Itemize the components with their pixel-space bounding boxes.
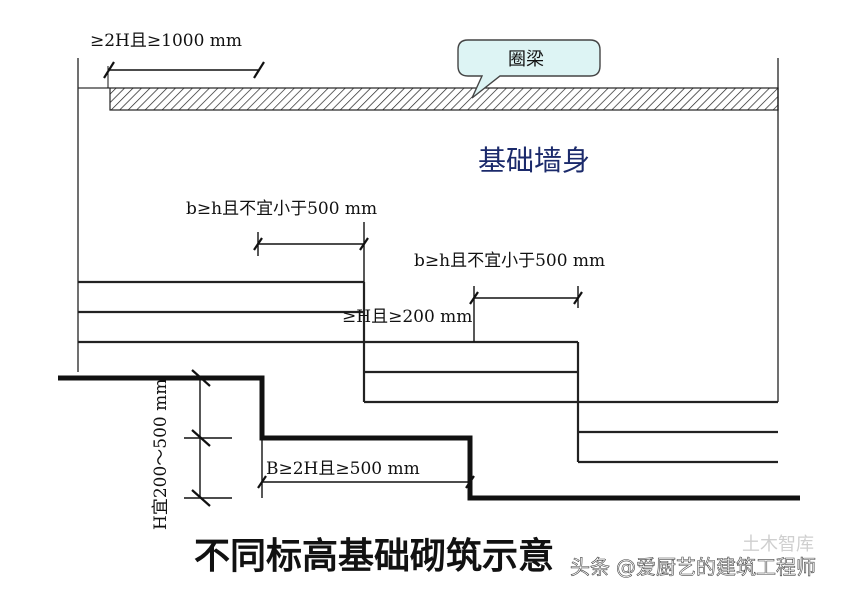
vert-tick-top <box>191 369 211 387</box>
bottom-dim-text: B≥2H且≥500 mm <box>266 459 420 479</box>
watermark: 土木智库 头条 @爱厨艺的建筑工程师 <box>570 534 817 579</box>
b1-tick-left <box>253 237 263 251</box>
diagram-title: 不同标高基础砌筑示意 <box>194 536 554 577</box>
watermark-corner: 土木智库 <box>742 534 814 555</box>
b2-dim-text: b≥h且不宜小于500 mm <box>414 251 605 271</box>
b2-tick-right <box>573 291 583 305</box>
bottom-dimension <box>257 438 475 498</box>
callout-bubble <box>457 39 601 99</box>
vertical-dim-text: H宜200～500 mm <box>151 379 171 530</box>
excavation-profile <box>58 375 800 501</box>
b-dimension-2 <box>469 286 583 342</box>
ring-beam-callout: 圈梁 <box>457 39 601 99</box>
top-dim-text: ≥2H且≥1000 mm <box>90 31 242 51</box>
watermark-left: 头条 <box>570 555 610 579</box>
wall-outline <box>77 58 779 402</box>
footing-steps <box>78 280 778 464</box>
b-dimension-1 <box>253 222 369 282</box>
h-gap-dim-text: ≥H且≥200 mm <box>342 307 472 327</box>
b1-dim-text: b≥h且不宜小于500 mm <box>186 199 377 219</box>
top-dim-tick-right <box>253 61 265 79</box>
ring-beam-label: 圈梁 <box>508 49 544 70</box>
vertical-dimension <box>184 369 232 507</box>
vert-tick-bottom <box>191 489 211 507</box>
bottom-tick-right <box>465 475 475 489</box>
ring-beam <box>109 87 779 111</box>
wall-body-label: 基础墙身 <box>478 144 590 177</box>
b1-tick-right <box>359 237 369 251</box>
b2-tick-left <box>469 291 479 305</box>
top-dimension <box>103 61 265 88</box>
watermark-main: @爱厨艺的建筑工程师 <box>616 555 816 579</box>
vert-tick-mid <box>191 429 211 447</box>
bottom-tick-left <box>257 475 267 489</box>
top-dim-tick-left <box>103 61 115 79</box>
